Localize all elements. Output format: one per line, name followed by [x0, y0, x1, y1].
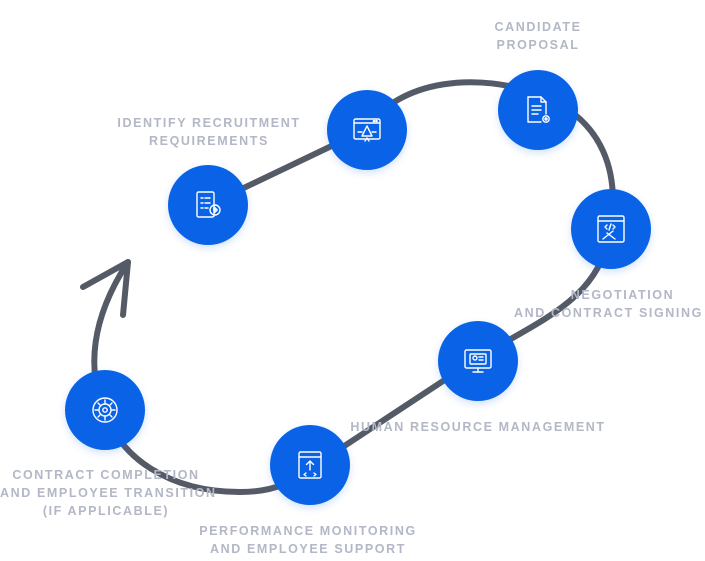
step-node-2[interactable]	[327, 90, 407, 170]
step-node-3[interactable]	[498, 70, 578, 150]
step-node-1[interactable]	[168, 165, 248, 245]
step-node-7[interactable]	[65, 370, 145, 450]
monitor-profile-icon	[464, 349, 492, 373]
step-node-6[interactable]	[270, 425, 350, 505]
document-settings-icon	[527, 96, 550, 123]
arrow-head-icon	[80, 259, 131, 318]
settings-cycle-icon	[92, 397, 118, 423]
design-workflow-icon	[353, 118, 381, 142]
step-node-4[interactable]	[571, 189, 651, 269]
code-tools-icon	[597, 215, 625, 243]
checklist-coin-icon	[196, 191, 221, 218]
upload-code-icon	[298, 451, 322, 479]
step-node-5[interactable]	[438, 321, 518, 401]
cycle-path	[100, 79, 616, 495]
